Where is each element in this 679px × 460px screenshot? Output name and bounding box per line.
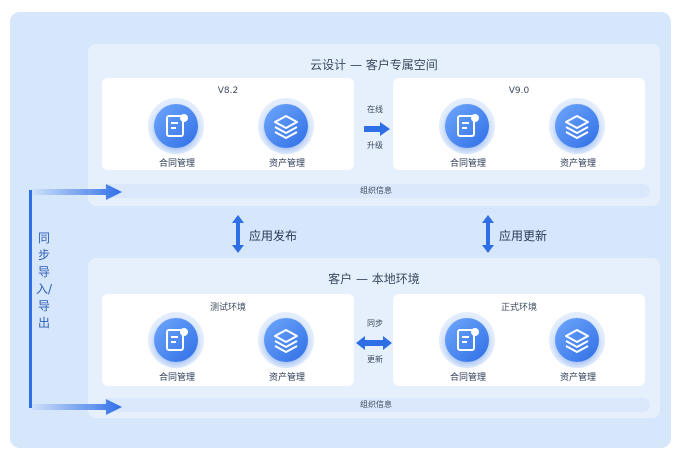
update-arrow-icon [482,215,494,253]
upgrade-label: 升级 [367,141,383,150]
upgrade-arrow-icon [364,122,390,136]
local-panel-title: 客户 — 本地环境 [328,272,420,286]
assets-module: 资产管理 [543,98,613,178]
import-arrow-icon-top [32,184,122,200]
prod-env-title: 正式环境 [500,303,537,313]
contract-module: 合同管理 [433,312,503,392]
contract-doc-icon [445,318,489,362]
contract-doc-icon [154,104,198,148]
sync-label: 同步 [367,319,383,328]
app-update-label: 应用更新 [499,229,548,243]
layers-icon [555,318,599,362]
online-label: 在线 [367,105,383,114]
prod-env-box: 正式环境 合同管理 资产管理 [393,294,645,386]
v82-box: V8.2 合同管理 资产管理 [102,78,354,170]
contract-label: 合同管理 [158,373,195,383]
import-arrow-icon-bottom [32,399,122,415]
contract-doc-icon [445,104,489,148]
sync-import-export-line [29,190,32,408]
update-label: 更新 [367,355,383,364]
layers-icon [264,318,308,362]
assets-label: 资产管理 [559,159,596,169]
layers-icon [555,104,599,148]
org-info-bar-bottom: 组织信息 [102,398,650,412]
assets-module: 资产管理 [543,312,613,392]
cloud-panel-title: 云设计 — 客户专属空间 [310,58,438,72]
assets-label: 资产管理 [268,159,305,169]
contract-module: 合同管理 [142,312,212,392]
assets-label: 资产管理 [559,373,596,383]
assets-label: 资产管理 [268,373,305,383]
contract-label: 合同管理 [158,159,195,169]
contract-module: 合同管理 [433,98,503,178]
publish-arrow-icon [232,215,244,253]
layers-icon [264,104,308,148]
contract-module: 合同管理 [142,98,212,178]
assets-module: 资产管理 [252,312,322,392]
app-publish-label: 应用发布 [249,229,298,243]
sync-arrow-icon [356,336,392,350]
contract-label: 合同管理 [449,159,486,169]
sync-import-export-label: 同步导入/导出 [36,231,53,330]
contract-label: 合同管理 [449,373,486,383]
test-env-box: 测试环境 合同管理 资产管理 [102,294,354,386]
org-info-bar-top: 组织信息 [102,184,650,198]
contract-doc-icon [154,318,198,362]
v90-title: V9.0 [508,86,530,96]
v90-box: V9.0 合同管理 资产管理 [393,78,645,170]
v82-title: V8.2 [217,86,239,96]
assets-module: 资产管理 [252,98,322,178]
cloud-design-panel: 云设计 — 客户专属空间 V8.2 合同管理 [88,44,660,206]
test-env-title: 测试环境 [209,303,246,313]
local-env-panel: 客户 — 本地环境 测试环境 合同管理 [88,258,660,418]
